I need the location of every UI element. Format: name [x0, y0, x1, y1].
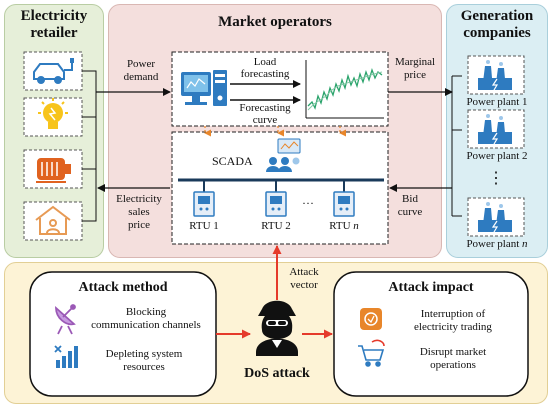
hacker-icon: [256, 300, 298, 356]
trading-interrupted-icon: [360, 308, 382, 330]
orange-links: [204, 126, 346, 137]
motor-icon: [36, 158, 71, 183]
rtu-1-label: RTU 1: [189, 220, 219, 232]
rtu-2-label: RTU 2: [261, 220, 291, 232]
lightbulb-icon: [38, 98, 68, 129]
house-icon: [35, 205, 71, 235]
rtu-ellipsis: ···: [302, 196, 314, 210]
power-plant-2-icon: [478, 114, 512, 145]
electric-car-icon: [33, 58, 74, 84]
power-plant-2-label: Power plant 2: [466, 150, 528, 162]
forecast-chart: [305, 60, 384, 119]
rtu-n-icon: [333, 191, 355, 217]
attack-impact-title: Attack impact: [388, 280, 474, 295]
attack-impact-box: [333, 271, 529, 397]
market-title: Market operators: [218, 14, 332, 30]
power-plant-n-label: Power plant n: [466, 238, 528, 250]
scada-label: SCADA: [212, 154, 253, 168]
rtu-n-label: RTU n: [329, 220, 359, 232]
attack-method-title: Attack method: [78, 280, 168, 295]
power-plant-n-icon: [478, 202, 512, 233]
resource-bars-icon: [54, 345, 78, 368]
retailer-icon-boxes: [23, 51, 83, 241]
plant-vertical-ellipsis: ⋮: [488, 170, 504, 187]
dos-attack-label: DoS attack: [244, 366, 310, 381]
rtu-1-icon: [193, 191, 215, 217]
power-plant-1-label: Power plant 1: [466, 96, 528, 108]
scada-operators-icon: [266, 138, 301, 172]
satellite-dish-icon: [55, 304, 76, 335]
power-plant-1-icon: [478, 60, 512, 91]
computer-icon: [181, 70, 227, 106]
rtu-2-icon: [265, 191, 287, 217]
market-cart-icon: [358, 339, 385, 367]
